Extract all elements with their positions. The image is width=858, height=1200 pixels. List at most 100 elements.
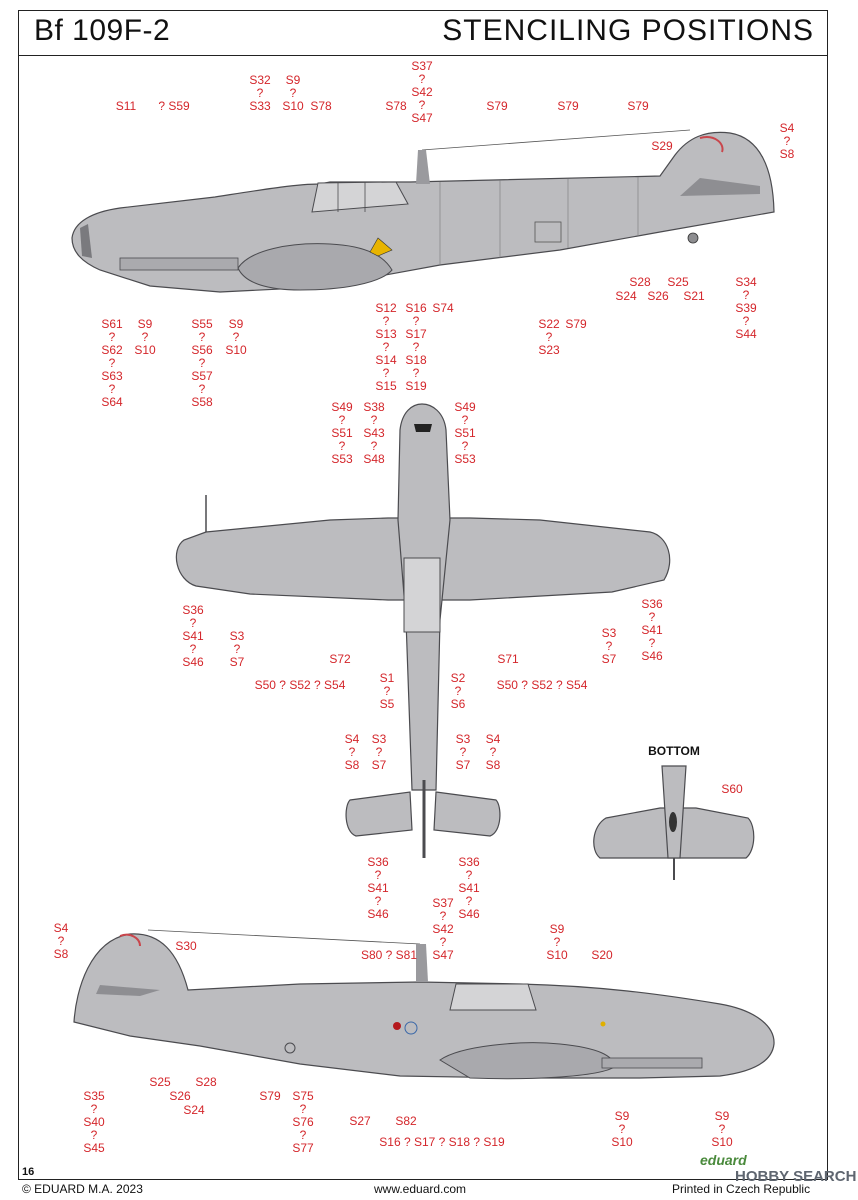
stencil-label: ? [412,314,420,328]
stencil-label: S7 [229,655,245,669]
stencil-label: S14 [375,353,397,367]
stencil-label: ? [382,314,390,328]
stencil-label: S36 [367,855,389,869]
stencil-label: ? [553,935,561,949]
stencil-label: S47 [432,948,454,962]
stencil-label: ? [383,684,391,698]
stencil-label: S41 [641,623,663,637]
stencil-label: S55 [191,317,213,331]
stencil-label: S37 [411,59,433,73]
stencil-label: ? [605,639,613,653]
stencil-label: S36 [641,597,663,611]
page-number: 16 [22,1166,35,1178]
stencil-label: ? [783,134,791,148]
stencil-label: S46 [367,907,389,921]
stencil-label: ? [189,616,197,630]
stencil-label: S24 [615,289,637,303]
stencil-label: ? [370,439,378,453]
stencil-label: S79 [565,317,587,331]
stencil-label: ? [198,356,206,370]
stencil-label: ? [465,894,473,908]
stencil-label: S13 [375,327,397,341]
stencil-label: ? [489,745,497,759]
stencil-label: S50 ? S52 ? S54 [496,678,588,692]
stencil-label: S9 [614,1109,630,1123]
stencil-label: S38 [363,400,385,414]
stencil-label: ? [461,413,469,427]
stencil-label: S41 [367,881,389,895]
stencil-label: S56 [191,343,213,357]
stencil-label: S4 [53,921,69,935]
website-link[interactable]: www.eduard.com [374,1182,467,1196]
stencil-label: S46 [182,655,204,669]
stencil-label: S61 [101,317,123,331]
stencil-label: S41 [458,881,480,895]
stencil-label: S47 [411,111,433,125]
stencil-label: S25 [667,275,689,289]
stencil-label: S49 [454,400,476,414]
stencil-label: ? [299,1102,307,1116]
stencil-label: S6 [450,697,466,711]
stencil-label: S1 [379,671,395,685]
stencil-label: ? [412,340,420,354]
bottom-view-label: BOTTOM [648,744,700,758]
stencil-label: S28 [195,1075,217,1089]
stencil-label: S44 [735,327,757,341]
stencil-label: S37 [432,896,454,910]
stencil-label: S17 [405,327,427,341]
stencil-label: ? [57,934,65,948]
stencil-label: ? [338,439,346,453]
model-title: Bf 109F-2 [34,14,171,47]
stencil-label: S8 [53,947,69,961]
stencil-label: S51 [331,426,353,440]
stencil-label: S58 [191,395,213,409]
stencil-label: S35 [83,1089,105,1103]
stencil-label: ? [375,745,383,759]
stencil-label: S10 [611,1135,633,1149]
stencil-label: S8 [485,758,501,772]
stencil-label: ? [465,868,473,882]
hobby-search-watermark: HOBBY SEARCH [735,1168,857,1185]
stencil-label: ? [233,642,241,656]
stencil-label: S40 [83,1115,105,1129]
stencil-label: S25 [149,1075,171,1089]
stencil-label: S16 [405,301,427,315]
stencil-label: S33 [249,99,271,113]
stencil-label: S3 [371,732,387,746]
stencil-label: S9 [285,73,301,87]
stencil-label: S79 [557,99,579,113]
stencil-label: S57 [191,369,213,383]
stencil-label: S7 [455,758,471,772]
stencil-label: S42 [432,922,454,936]
stencil-label: S15 [375,379,397,393]
stencil-label: S75 [292,1089,314,1103]
stencil-label: S18 [405,353,427,367]
stencil-label: S41 [182,629,204,643]
stencil-label: ? [289,86,297,100]
stencil-label: S8 [344,758,360,772]
stencil-label: ? [256,86,264,100]
stencil-label: S51 [454,426,476,440]
stencil-label: ? [454,684,462,698]
stencil-label: ? [108,382,116,396]
stencil-label: ? [412,366,420,380]
stencil-label: S10 [282,99,304,113]
print-origin-text: Printed in Czech Republic [672,1182,811,1196]
stencil-label: S79 [627,99,649,113]
stencil-label: ? [382,366,390,380]
stencil-label: ? [90,1102,98,1116]
stencil-label: ? [545,330,553,344]
stencil-label: S10 [711,1135,733,1149]
stencil-label: S9 [137,317,153,331]
stencil-label: S4 [485,732,501,746]
stencil-label: ? [374,894,382,908]
stencil-label: ? [90,1128,98,1142]
stencil-label: ? [459,745,467,759]
stencil-label: S16 ? S17 ? S18 ? S19 [379,1135,505,1149]
stencil-label: S19 [405,379,427,393]
stencil-label: ? [108,330,116,344]
stencil-label: ? S59 [158,99,190,113]
stencil-label: ? [370,413,378,427]
page-frame [18,10,828,1180]
